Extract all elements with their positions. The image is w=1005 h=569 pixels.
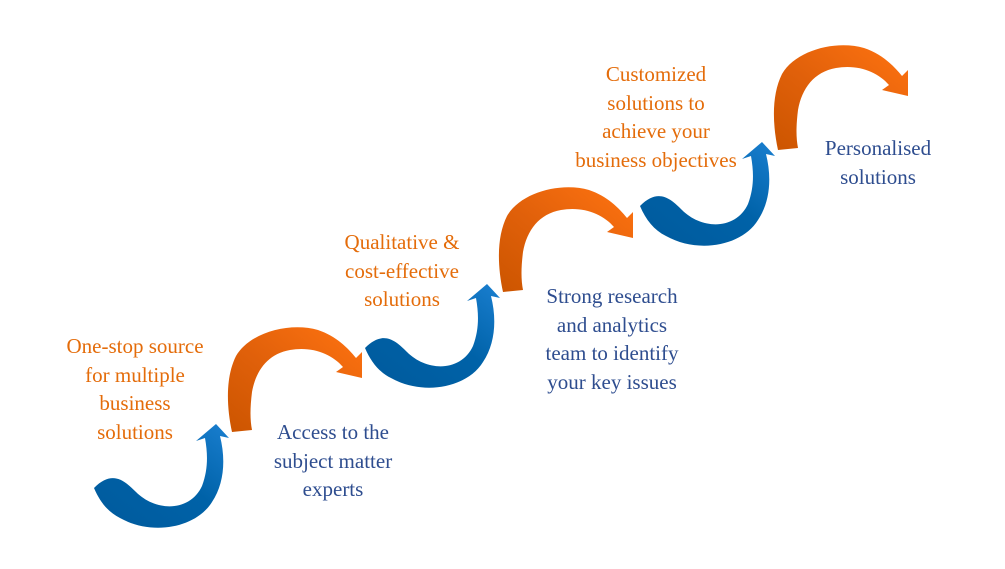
step-label-line: Strong research	[546, 284, 678, 308]
step-label-line: cost-effective	[345, 258, 459, 283]
blue-arrow-3-icon	[640, 142, 775, 246]
step-label-line: Qualitative &	[344, 230, 460, 254]
step-label-line: achieve your	[602, 119, 710, 143]
blue-arrow-1-icon	[94, 424, 229, 528]
orange-arrow-3-icon	[773, 45, 908, 150]
step-label-research-team: Strong research and analytics team to iden…	[518, 282, 706, 396]
step-label-line: subject matter	[273, 448, 393, 473]
step-label-line: your key issues	[547, 369, 677, 394]
blue-arrow-2-icon	[365, 284, 500, 388]
step-label-line: and analytics	[556, 312, 668, 337]
step-label-line: business objectives	[575, 147, 737, 172]
orange-arrow-1-icon	[227, 327, 362, 432]
step-label-line: Access to the	[277, 420, 389, 444]
step-label-one-stop: One-stop source for multiple business solut…	[44, 332, 226, 446]
step-label-line: Customized	[605, 62, 707, 86]
step-label-qualitative: Qualitative & cost-effective solutions	[318, 228, 486, 314]
orange-arrow-2-icon	[498, 187, 633, 292]
step-label-line: solutions	[840, 164, 916, 189]
step-label-line: Personalised	[824, 136, 932, 160]
step-label-personalised: Personalised solutions	[806, 134, 950, 191]
step-label-line: experts	[302, 477, 364, 501]
step-label-line: team to identify	[545, 341, 679, 365]
step-label-access-experts: Access to the subject matter experts	[250, 418, 416, 504]
step-label-line: solutions	[364, 287, 440, 311]
step-label-line: One-stop source	[66, 334, 204, 358]
step-label-line: business	[99, 391, 171, 415]
step-label-customized: Customized solutions to achieve your busine…	[556, 60, 756, 174]
step-label-line: solutions to	[607, 90, 705, 115]
step-label-line: for multiple	[85, 362, 185, 387]
step-label-line: solutions	[97, 419, 173, 444]
